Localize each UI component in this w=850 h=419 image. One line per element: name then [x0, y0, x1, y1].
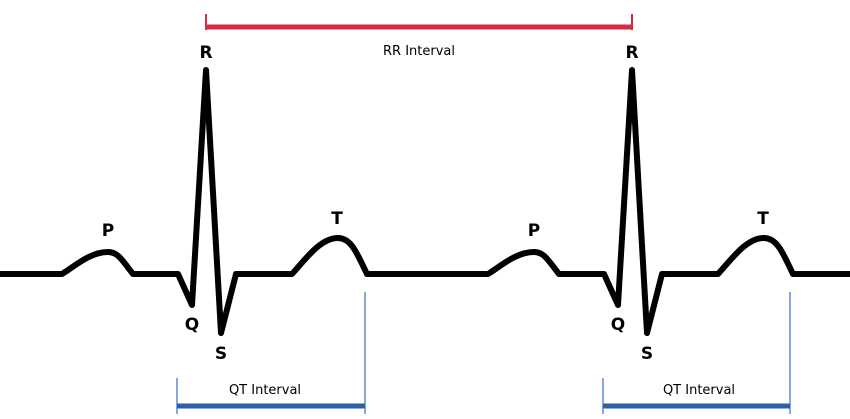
beat2-s-label: S [641, 344, 653, 364]
rr-interval: RR Interval [205, 14, 633, 59]
beat1-q-label: Q [185, 315, 199, 335]
qt-interval-1: QT Interval [176, 292, 366, 414]
rr-interval-label: RR Interval [383, 44, 455, 59]
ecg-trace [0, 67, 850, 336]
beat2-q-label: Q [611, 315, 625, 335]
qt-interval-1-label: QT Interval [229, 383, 301, 398]
beat1-t-label: T [331, 209, 343, 229]
beat1-r-label: R [199, 43, 212, 63]
qt-interval-2-label: QT Interval [663, 383, 735, 398]
beat1-s-label: S [215, 344, 227, 364]
qt-interval-2: QT Interval [602, 292, 791, 414]
beat2-t-label: T [757, 209, 769, 229]
beat1-p-label: P [102, 221, 114, 241]
beat2-p-label: P [528, 221, 540, 241]
beat2-r-label: R [625, 43, 638, 63]
